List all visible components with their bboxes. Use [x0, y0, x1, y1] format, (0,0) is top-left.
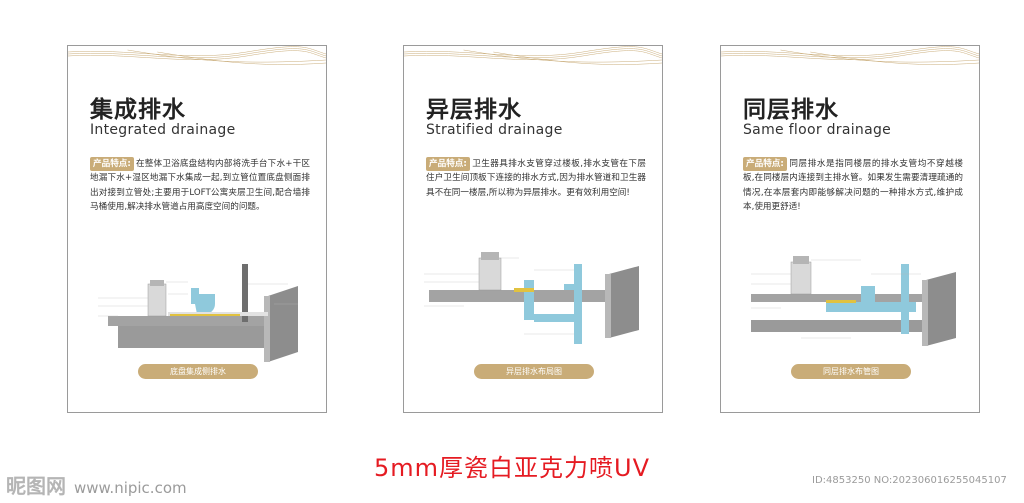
- gold-wave-decoration: [404, 46, 662, 65]
- gold-wave-decoration: [721, 46, 979, 65]
- material-footer-text: 5mm厚瓷白亚克力喷UV: [373, 454, 650, 482]
- panel-subtitle: Stratified drainage: [426, 122, 563, 138]
- description-text: 同层排水是指同楼层的排水支管均不穿越楼板,在同楼层内连接到主排水管。如果发生需要…: [743, 159, 963, 212]
- diagram-caption: 异层排水布局图: [474, 364, 594, 379]
- panel-title: 异层排水: [426, 97, 522, 123]
- panel-subtitle: Integrated drainage: [90, 122, 236, 138]
- panel-same-floor-drainage: 同层排水 Same floor drainage 产品特点:同层排水是指同楼层的…: [720, 45, 980, 413]
- panel-stratified-drainage: 异层排水 Stratified drainage 产品特点:卫生器具排水支管穿过…: [403, 45, 663, 413]
- panel-integrated-drainage: 集成排水 Integrated drainage 产品特点:在整体卫浴底盘结构内…: [67, 45, 327, 413]
- diagram-caption: 同层排水布管图: [791, 364, 911, 379]
- stratified-drainage-diagram: [424, 252, 639, 344]
- panel-description: 产品特点:同层排水是指同楼层的排水支管均不穿越楼板,在同楼层内连接到主排水管。如…: [743, 157, 963, 214]
- feature-label: 产品特点:: [426, 157, 470, 172]
- panel-title: 集成排水: [90, 97, 186, 123]
- diagram-caption: 底盘集成侧排水: [138, 364, 258, 379]
- panel-title: 同层排水: [743, 97, 839, 123]
- feature-label: 产品特点:: [90, 157, 134, 172]
- panel-description: 产品特点:在整体卫浴底盘结构内部将洗手台下水+干区地漏下水+湿区地漏下水集成一起…: [90, 157, 310, 214]
- panel-subtitle: Same floor drainage: [743, 122, 892, 138]
- panel-description: 产品特点:卫生器具排水支管穿过楼板,排水支管在下层住户卫生间顶板下连接的排水方式…: [426, 157, 646, 200]
- description-text: 卫生器具排水支管穿过楼板,排水支管在下层住户卫生间顶板下连接的排水方式,因为排水…: [426, 159, 646, 198]
- gold-wave-decoration: [68, 46, 326, 65]
- watermark-left: 昵图网 www.nipic.com: [6, 470, 187, 499]
- watermark-url: www.nipic.com: [74, 479, 187, 497]
- integrated-drainage-diagram: [98, 264, 298, 362]
- feature-label: 产品特点:: [743, 157, 787, 172]
- watermark-id: ID:4853250 NO:20230601625504510​7: [812, 475, 1007, 486]
- same-floor-drainage-diagram: [751, 256, 956, 346]
- description-text: 在整体卫浴底盘结构内部将洗手台下水+干区地漏下水+湿区地漏下水集成一起,到立管位…: [90, 159, 310, 212]
- watermark-logo: 昵图网: [6, 474, 66, 498]
